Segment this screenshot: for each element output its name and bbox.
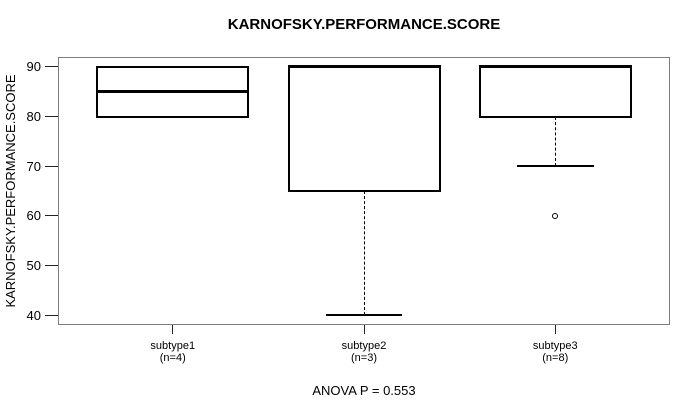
lower-whisker-subtype2: [363, 191, 365, 316]
median-line-subtype2: [287, 65, 441, 69]
lower-whisker-subtype3: [554, 116, 556, 167]
group-label: subtype2: [341, 340, 387, 352]
y-axis-title: KARNOFSKY.PERFORMANCE.SCORE: [3, 74, 18, 308]
y-tick-label: 90: [26, 59, 41, 75]
whisker-cap-subtype2: [325, 314, 403, 317]
whisker-cap-subtype1: [134, 65, 211, 68]
y-axis-tick: [45, 165, 58, 167]
x-axis-tick: [554, 325, 556, 334]
x-tick-label: subtype1(n=4): [103, 340, 243, 364]
y-axis-tick: [45, 264, 58, 266]
anova-annotation: ANOVA P = 0.553: [312, 383, 416, 398]
x-axis-tick: [172, 325, 174, 334]
y-tick-label: 50: [26, 257, 41, 273]
whisker-cap-subtype1: [134, 115, 211, 118]
boxplot-box-subtype2: [287, 65, 441, 192]
whisker-cap-subtype3: [517, 165, 594, 168]
x-axis-tick: [363, 325, 365, 334]
y-axis-tick: [45, 116, 58, 118]
median-line-subtype1: [96, 90, 250, 94]
group-sublabel: (n=8): [542, 352, 569, 364]
y-tick-label: 40: [26, 307, 41, 323]
x-tick-label: subtype2(n=3): [294, 340, 434, 364]
y-axis-tick: [45, 314, 58, 316]
y-tick-label: 70: [26, 158, 41, 174]
median-line-subtype3: [478, 65, 632, 69]
plot-frame: [58, 57, 670, 325]
outlier-point-subtype3: [552, 212, 559, 219]
y-axis-tick: [45, 215, 58, 217]
group-label: subtype1: [150, 340, 196, 352]
group-sublabel: (n=4): [159, 352, 186, 364]
boxplot-box-subtype3: [478, 65, 632, 118]
y-tick-label: 80: [26, 109, 41, 125]
group-label: subtype3: [532, 340, 578, 352]
y-tick-label: 60: [26, 208, 41, 224]
group-sublabel: (n=3): [351, 352, 377, 364]
chart-title: KARNOFSKY.PERFORMANCE.SCORE: [227, 16, 501, 33]
x-tick-label: subtype3(n=8): [485, 340, 625, 364]
y-axis-tick: [45, 66, 58, 68]
